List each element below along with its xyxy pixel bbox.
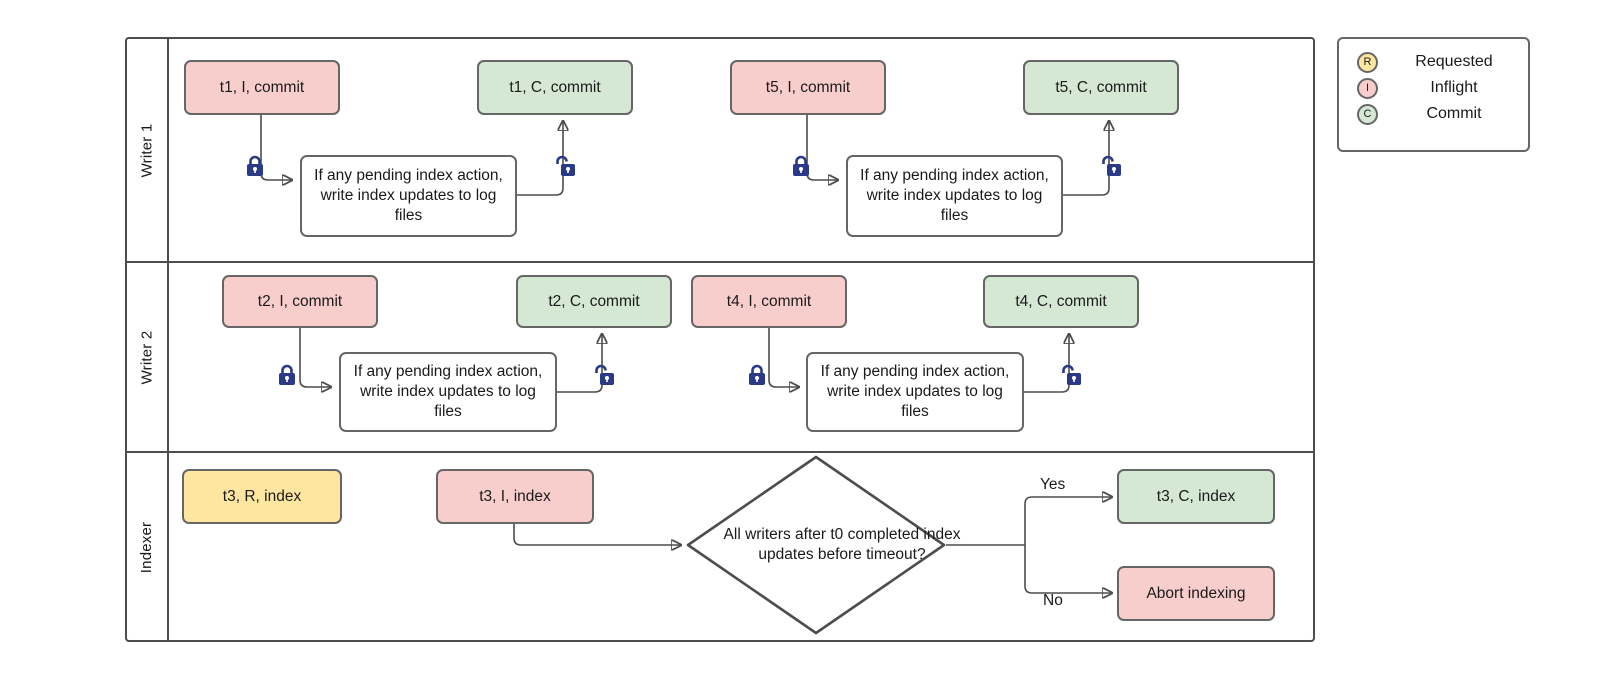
lane-writer-2: Writer 2 bbox=[127, 263, 1313, 453]
node-w1-t1-inflight[interactable]: t1, I, commit bbox=[184, 60, 340, 115]
lane-header-writer-1: Writer 1 bbox=[127, 39, 169, 261]
lock-open-icon bbox=[1061, 364, 1083, 388]
node-w1-t5-commit[interactable]: t5, C, commit bbox=[1023, 60, 1179, 115]
node-w1-process-2[interactable]: If any pending index action, write index… bbox=[846, 155, 1063, 237]
lock-closed-icon bbox=[746, 364, 768, 388]
badge-commit-icon: C bbox=[1357, 103, 1378, 125]
node-w1-t5-inflight[interactable]: t5, I, commit bbox=[730, 60, 886, 115]
node-idx-t3-inflight[interactable]: t3, I, index bbox=[436, 469, 594, 524]
node-w1-process-1[interactable]: If any pending index action, write index… bbox=[300, 155, 517, 237]
legend-label-requested: Requested bbox=[1415, 53, 1493, 70]
lane-writer-1: Writer 1 bbox=[127, 39, 1313, 263]
legend-label-commit: Commit bbox=[1426, 105, 1482, 122]
lock-closed-icon bbox=[790, 155, 812, 179]
legend-item-requested: R Requested bbox=[1339, 49, 1528, 75]
lane-header-indexer: Indexer bbox=[127, 453, 169, 641]
lane-label-writer-1: Writer 1 bbox=[138, 123, 156, 177]
node-idx-t3-commit[interactable]: t3, C, index bbox=[1117, 469, 1275, 524]
node-w2-process-1[interactable]: If any pending index action, write index… bbox=[339, 352, 557, 432]
decision-diamond[interactable]: All writers after t0 completed index upd… bbox=[684, 453, 960, 637]
legend-item-inflight: I Inflight bbox=[1339, 75, 1528, 101]
lock-closed-icon bbox=[244, 155, 266, 179]
node-w2-t4-inflight[interactable]: t4, I, commit bbox=[691, 275, 847, 328]
node-idx-abort[interactable]: Abort indexing bbox=[1117, 566, 1275, 621]
legend-label-inflight: Inflight bbox=[1430, 79, 1478, 96]
legend-panel: R Requested I Inflight C Commit bbox=[1337, 37, 1530, 152]
node-w2-t2-inflight[interactable]: t2, I, commit bbox=[222, 275, 378, 328]
node-w2-t2-commit[interactable]: t2, C, commit bbox=[516, 275, 672, 328]
lock-open-icon bbox=[1101, 155, 1123, 179]
badge-requested-icon: R bbox=[1357, 51, 1378, 73]
lane-label-indexer: Indexer bbox=[138, 521, 156, 573]
node-w2-process-2[interactable]: If any pending index action, write index… bbox=[806, 352, 1024, 432]
badge-inflight-icon: I bbox=[1357, 77, 1378, 99]
lock-open-icon bbox=[594, 364, 616, 388]
lane-label-writer-2: Writer 2 bbox=[138, 330, 156, 384]
legend-item-commit: C Commit bbox=[1339, 101, 1528, 127]
lock-open-icon bbox=[555, 155, 577, 179]
lane-indexer: Indexer bbox=[127, 453, 1313, 641]
node-w2-t4-commit[interactable]: t4, C, commit bbox=[983, 275, 1139, 328]
node-idx-t3-requested[interactable]: t3, R, index bbox=[182, 469, 342, 524]
edge-label-yes: Yes bbox=[1040, 476, 1066, 493]
edge-label-no: No bbox=[1043, 592, 1063, 609]
lock-closed-icon bbox=[276, 364, 298, 388]
node-w1-t1-commit[interactable]: t1, C, commit bbox=[477, 60, 633, 115]
lane-header-writer-2: Writer 2 bbox=[127, 263, 169, 451]
